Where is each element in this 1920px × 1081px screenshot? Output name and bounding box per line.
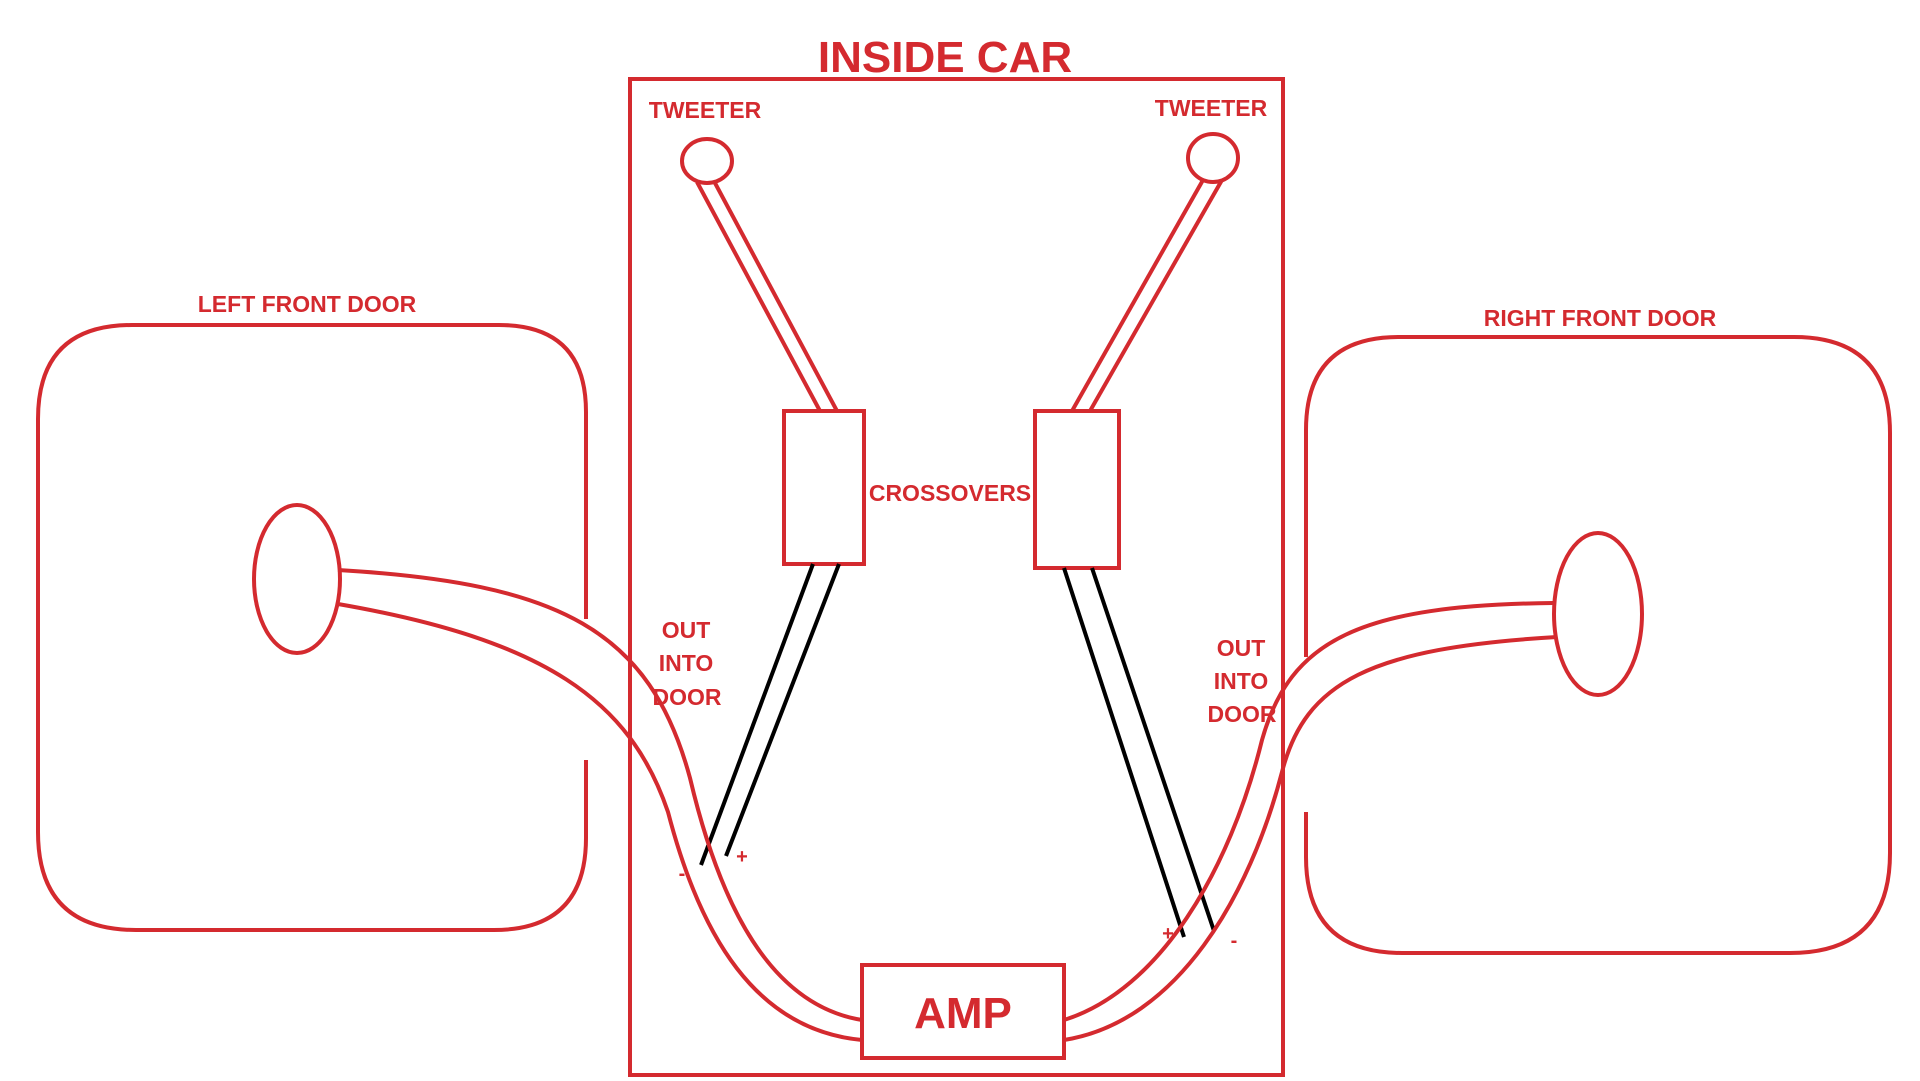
right-door-word: DOOR — [1208, 701, 1277, 727]
right-speaker-cable-upper — [1063, 601, 1554, 1022]
right-tweeter-wire-a — [1070, 179, 1205, 412]
inside-car-box — [628, 77, 1285, 1077]
left-door-speaker — [252, 503, 342, 655]
right-tweeter-label: TWEETER — [1155, 95, 1268, 121]
left-tweeter-wire-a — [695, 181, 822, 412]
right-front-door-outline — [1304, 335, 1892, 955]
right-out-word: OUT — [1217, 635, 1266, 661]
crossovers-label: CROSSOVERS — [869, 480, 1031, 506]
left-front-door-label: LEFT FRONT DOOR — [198, 291, 417, 317]
left-speaker-cable-upper — [337, 568, 863, 1022]
left-tweeter-wire-b — [713, 182, 839, 412]
left-crossover-wire-plus — [724, 563, 841, 857]
right-tweeter-wire-b — [1088, 179, 1224, 412]
right-out-into-door-label: OUT INTO DOOR — [1208, 635, 1277, 727]
right-crossover — [1033, 409, 1121, 570]
right-plus-marker: + — [1162, 923, 1174, 945]
left-plus-marker: + — [736, 846, 748, 868]
left-tweeter-label: TWEETER — [649, 97, 762, 123]
amp-label: AMP — [914, 989, 1012, 1038]
left-front-door-outline — [36, 323, 588, 932]
left-speaker-cable-lower — [337, 602, 863, 1042]
right-speaker-cable-lower — [1063, 635, 1558, 1042]
right-door-speaker — [1552, 531, 1644, 697]
left-tweeter — [680, 137, 734, 185]
right-crossover-wire-minus — [1090, 567, 1216, 932]
amp-box — [860, 963, 1066, 1060]
right-tweeter — [1186, 132, 1240, 184]
left-crossover-wire-minus — [699, 563, 815, 866]
right-minus-marker: - — [1231, 930, 1238, 952]
diagram-title: INSIDE CAR — [818, 33, 1072, 82]
left-out-into-door-label: OUT INTO DOOR — [653, 617, 722, 710]
left-into-word: INTO — [659, 650, 714, 676]
right-into-word: INTO — [1214, 668, 1269, 694]
right-crossover-wire-plus — [1062, 567, 1186, 938]
left-crossover — [782, 409, 866, 566]
left-door-word: DOOR — [653, 684, 722, 710]
left-minus-marker: - — [679, 863, 686, 885]
right-front-door-label: RIGHT FRONT DOOR — [1484, 305, 1717, 331]
left-out-word: OUT — [662, 617, 711, 643]
